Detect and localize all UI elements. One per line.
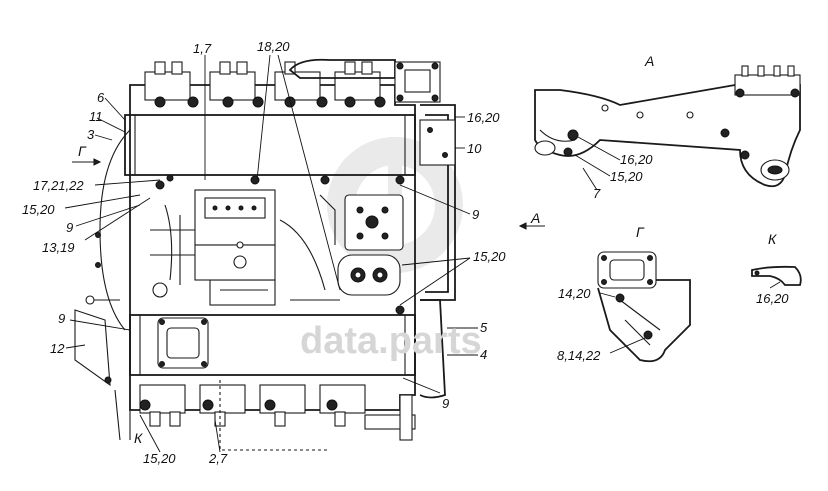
callout-10: 10 [467,141,482,156]
view-G-callout-14-20: 14,20 [558,286,591,301]
view-K-callout-16-20: 16,20 [756,291,789,306]
upper-valve-covers [144,61,386,108]
callout-9-bottom: 9 [442,396,450,411]
engine-top-view [74,58,456,451]
view-title-A: А [645,53,655,69]
callout-5: 5 [480,320,488,335]
view-arrow-A [518,222,545,230]
callout-9-left: 9 [66,220,74,235]
callout-15-20-left: 15,20 [22,202,55,217]
turbo-flange [288,58,441,103]
view-A-callout-16-20: 16,20 [620,152,653,167]
view-arrow-G [72,158,102,166]
view-marker-K-bottom: К [134,430,143,446]
view-G-flange [597,251,691,363]
callout-17-21-22: 17,21,22 [33,178,84,193]
callout-15-20-mid: 15,20 [473,249,506,264]
callout-1-7: 1,7 [193,41,212,56]
callout-15-20-bottom: 15,20 [143,451,176,466]
callout-12: 12 [50,341,65,356]
view-G-callout-8-14-22: 8,14,22 [557,348,601,363]
callout-13-19: 13,19 [42,240,75,255]
view-title-G: Г [636,224,644,240]
view-A-manifold [534,65,801,191]
callout-9-right: 9 [472,207,480,222]
callout-18-20: 18,20 [257,39,290,54]
callout-11: 11 [89,109,103,124]
lower-exhaust-manifold [129,314,416,376]
callout-9-lower-left: 9 [58,311,66,326]
view-marker-G-arrow: Г [78,143,86,159]
lower-valve-covers [139,384,366,427]
callout-3: 3 [87,127,95,142]
leader-lines [64,54,478,453]
watermark-text: data.parts [300,320,482,362]
view-A-callout-15-20: 15,20 [610,169,643,184]
view-title-K: К [768,231,777,247]
view-marker-A-arrow: А [531,210,541,226]
fuel-pump-block [194,189,276,306]
upper-exhaust-manifold [124,114,416,176]
callout-6: 6 [97,90,105,105]
view-K-bracket [751,265,802,289]
callout-16-20-right: 16,20 [467,110,500,125]
view-A-callout-7: 7 [593,186,601,201]
callout-2-7: 2,7 [209,451,228,466]
callout-4: 4 [480,347,488,362]
filter-housing [337,194,404,296]
